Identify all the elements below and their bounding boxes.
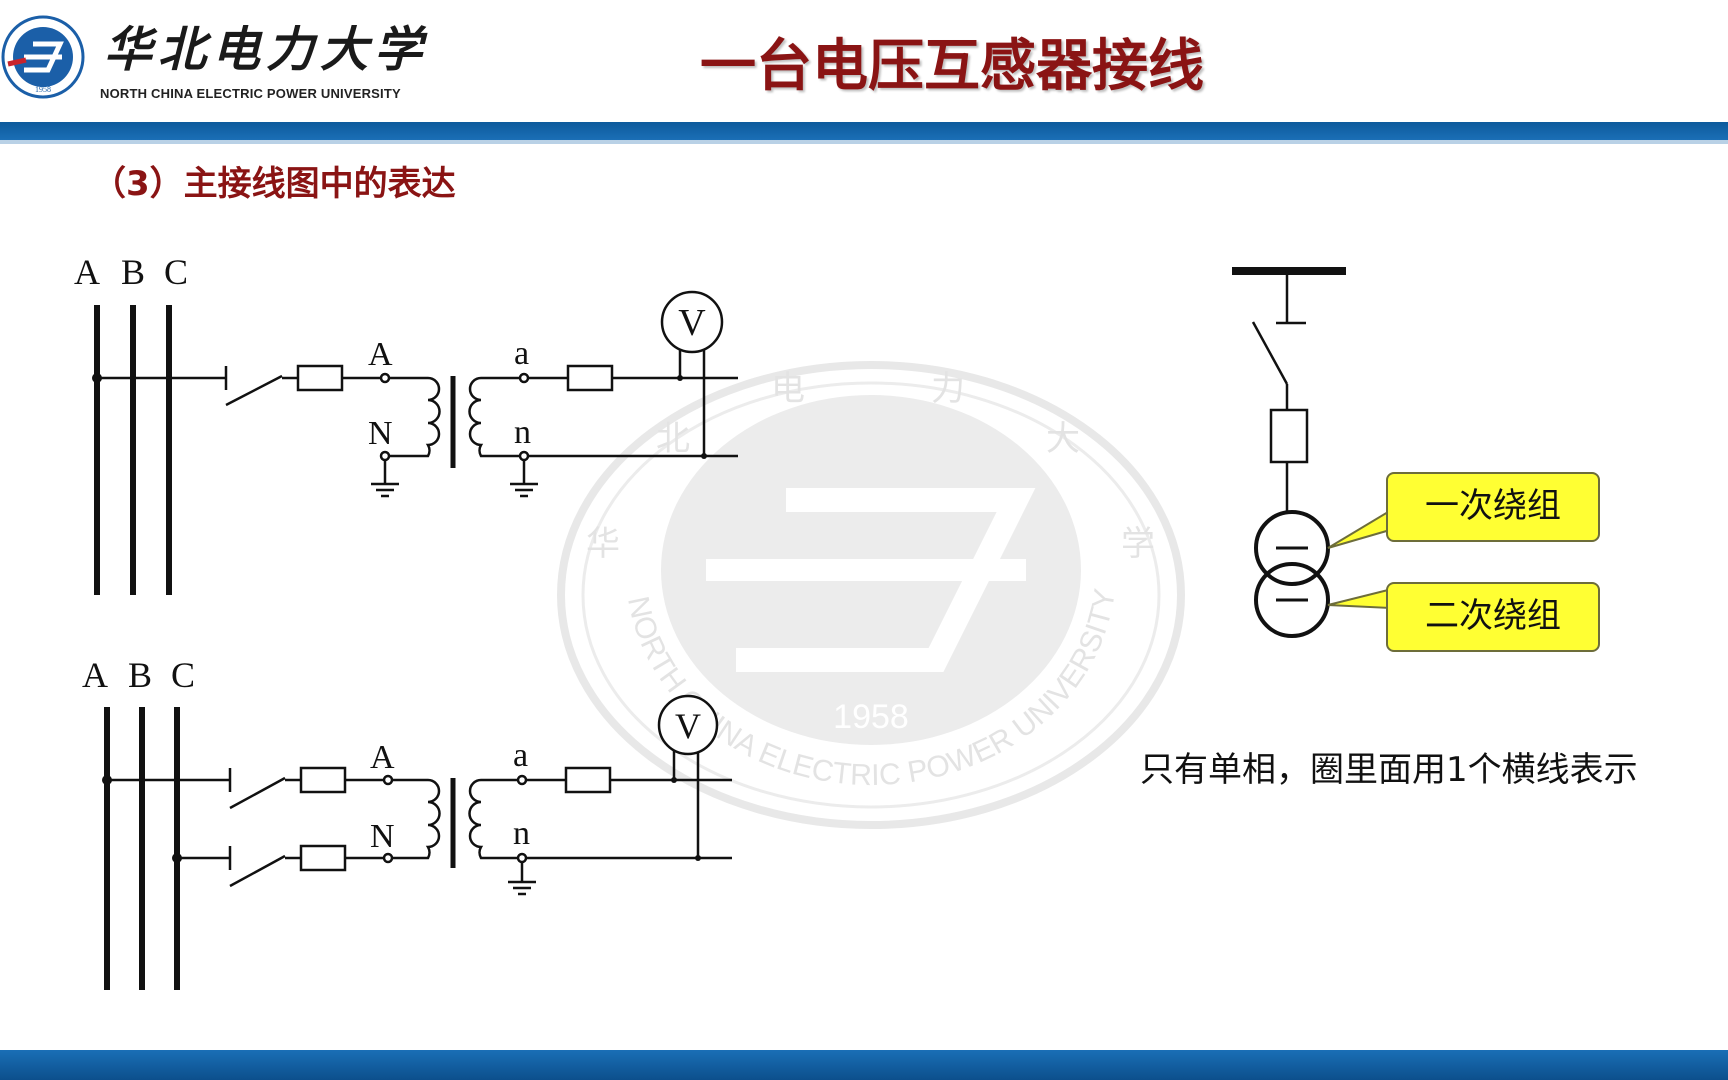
label-primary-a-2: A xyxy=(370,739,395,776)
symbol-fuse xyxy=(1269,408,1309,464)
section-title: （3）主接线图中的表达 xyxy=(92,164,456,204)
label-secondary-a-2: a xyxy=(513,737,528,774)
label-phase-b: B xyxy=(121,252,145,292)
pt-primary-winding xyxy=(389,376,441,458)
symbol-disconnector xyxy=(1251,321,1289,385)
footer-band xyxy=(0,1050,1728,1080)
bottom-diagram xyxy=(102,694,732,990)
svg-text:电: 电 xyxy=(771,370,805,408)
watermark-top-chars: 华 北 电 力 大 学 xyxy=(586,370,1155,563)
svg-text:华: 华 xyxy=(586,525,620,563)
callout-pointer-secondary xyxy=(1327,588,1392,610)
top-diagram xyxy=(92,290,738,595)
label-phase-c-2: C xyxy=(171,655,195,695)
svg-text:北: 北 xyxy=(656,421,690,458)
label-primary-n-2: N xyxy=(370,818,395,855)
label-phase-b-2: B xyxy=(128,655,152,695)
pt-secondary-winding xyxy=(468,376,520,458)
wiring-diagram: A B C A N a n V A B C A N a n V xyxy=(74,252,1392,990)
label-secondary-a: a xyxy=(514,335,529,372)
voltmeter-2 xyxy=(657,694,719,756)
voltmeter-label-2: V xyxy=(675,706,701,746)
label-primary-n: N xyxy=(368,415,393,452)
callout-secondary-winding: 二次绕组 xyxy=(1386,582,1600,652)
disconnector-switch xyxy=(225,374,283,407)
callout-pointer-primary xyxy=(1327,510,1392,549)
header-band-shade xyxy=(0,140,1728,144)
label-secondary-n-2: n xyxy=(513,815,530,852)
voltmeter xyxy=(660,290,724,354)
header: 1958 华北电力大学 NORTH CHINA ELECTRIC POWER U… xyxy=(0,0,1728,122)
header-band xyxy=(0,122,1728,140)
logo-year: 1958 xyxy=(35,85,51,94)
label-secondary-n: n xyxy=(514,414,531,451)
label-phase-a: A xyxy=(74,252,100,292)
slide-title: 一台电压互感器接线 xyxy=(700,34,1204,99)
svg-text:学: 学 xyxy=(1121,525,1155,563)
label-primary-a: A xyxy=(368,336,393,373)
watermark-logo: 1958 NORTH CHINA ELECTRIC POWER UNIVERSI… xyxy=(557,361,1185,829)
svg-text:大: 大 xyxy=(1046,420,1080,458)
single-line-symbol xyxy=(1232,267,1392,638)
voltmeter-label: V xyxy=(678,302,706,344)
university-name-cn: 华北电力大学 xyxy=(104,22,429,78)
label-phase-c: C xyxy=(164,252,188,292)
svg-text:力: 力 xyxy=(931,370,965,408)
note-text: 只有单相，圈里面用1个横线表示 xyxy=(1140,750,1638,790)
fuse xyxy=(296,364,344,392)
label-phase-a-2: A xyxy=(82,655,108,695)
university-name-en: NORTH CHINA ELECTRIC POWER UNIVERSITY xyxy=(100,86,401,101)
symbol-secondary-winding xyxy=(1254,562,1330,638)
callout-primary-winding: 一次绕组 xyxy=(1386,472,1600,542)
university-logo-icon: 1958 xyxy=(1,15,85,99)
watermark-year: 1958 xyxy=(833,698,909,736)
